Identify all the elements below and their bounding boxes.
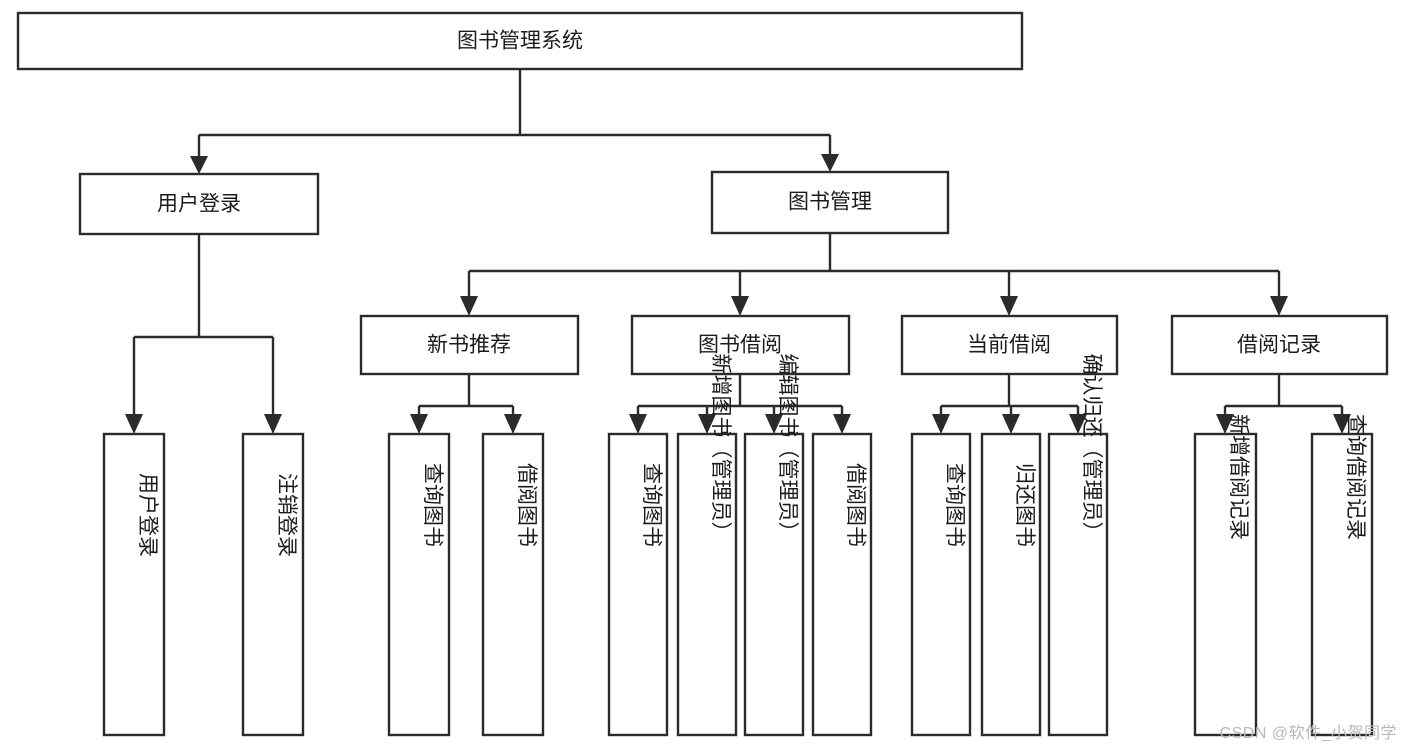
arrowhead-leaf-query-book-recommend — [410, 414, 428, 434]
node-leaf-user-login[interactable]: 用户登录 — [102, 432, 166, 737]
node-book-borrow-label: 图书借阅 — [698, 334, 782, 357]
node-leaf-edit-book-admin[interactable]: 编辑图书（管理员） — [743, 354, 805, 737]
node-leaf-add-borrow-record-label: 新增借阅记录 — [1227, 414, 1250, 540]
node-leaf-return-book-box[interactable] — [980, 432, 1042, 737]
node-leaf-logout-login[interactable]: 注销登录 — [241, 432, 305, 737]
node-leaf-query-borrow-record-box[interactable] — [1310, 432, 1374, 737]
arrowhead-book-borrow — [731, 296, 749, 316]
arrowhead-borrow-record — [1270, 296, 1288, 316]
node-leaf-borrow-book[interactable]: 借阅图书 — [811, 432, 873, 737]
connector-layer — [125, 69, 1351, 434]
node-book-manage[interactable]: 图书管理 — [710, 170, 950, 235]
arrowhead-leaf-borrow-book — [833, 414, 851, 434]
node-leaf-query-book-current[interactable]: 查询图书 — [910, 432, 972, 737]
node-current-borrow[interactable]: 当前借阅 — [900, 314, 1119, 376]
node-leaf-borrow-book-box[interactable] — [811, 432, 873, 737]
node-leaf-query-book-borrow-box[interactable] — [607, 432, 669, 737]
node-user-login[interactable]: 用户登录 — [78, 172, 320, 236]
node-leaf-query-book-current-box[interactable] — [910, 432, 972, 737]
node-book-borrow-box[interactable] — [630, 314, 851, 376]
node-current-borrow-box[interactable] — [900, 314, 1119, 376]
node-leaf-borrow-book-recommend-label: 借阅图书 — [515, 463, 538, 547]
arrowhead-leaf-edit-book-admin — [765, 414, 783, 434]
node-leaf-logout-login-label: 注销登录 — [275, 473, 298, 557]
node-leaf-borrow-book-label: 借阅图书 — [844, 463, 867, 547]
arrowhead-leaf-query-book-current — [932, 414, 950, 434]
node-leaf-query-book-borrow-label: 查询图书 — [640, 463, 663, 547]
arrowhead-leaf-query-borrow-record — [1333, 414, 1351, 434]
arrowhead-leaf-query-book-borrow — [629, 414, 647, 434]
node-root[interactable]: 图书管理系统 — [16, 11, 1024, 71]
node-leaf-add-borrow-record-box[interactable] — [1193, 432, 1258, 737]
arrowhead-leaf-add-book-admin — [698, 414, 716, 434]
node-leaf-borrow-book-recommend[interactable]: 借阅图书 — [481, 432, 545, 737]
node-book-borrow[interactable]: 图书借阅 — [630, 314, 851, 376]
node-leaf-confirm-return-admin-label: 确认归还（管理员） — [1080, 354, 1103, 543]
node-leaf-logout-login-box[interactable] — [241, 432, 305, 737]
node-borrow-record[interactable]: 借阅记录 — [1170, 314, 1389, 376]
arrowhead-leaf-logout-login — [264, 414, 282, 434]
node-borrow-record-box[interactable] — [1170, 314, 1389, 376]
arrowhead-new-book-recommend — [460, 296, 478, 316]
node-leaf-edit-book-admin-box[interactable] — [743, 432, 805, 737]
node-leaf-return-book[interactable]: 归还图书 — [980, 432, 1042, 737]
node-new-book-recommend-label: 新书推荐 — [427, 334, 511, 357]
node-leaf-user-login-box[interactable] — [102, 432, 166, 737]
node-leaf-return-book-label: 归还图书 — [1013, 463, 1036, 547]
node-leaf-edit-book-admin-label: 编辑图书（管理员） — [776, 354, 799, 543]
node-leaf-add-book-admin-box[interactable] — [676, 432, 738, 737]
node-borrow-record-label: 借阅记录 — [1237, 334, 1321, 357]
node-leaf-add-book-admin-label: 新增图书（管理员） — [709, 354, 732, 543]
node-new-book-recommend-box[interactable] — [359, 314, 580, 376]
node-leaf-query-borrow-record-label: 查询借阅记录 — [1344, 414, 1367, 540]
arrowhead-leaf-confirm-return-admin — [1069, 414, 1087, 434]
node-book-manage-box[interactable] — [710, 170, 950, 235]
arrowhead-leaf-return-book — [1002, 414, 1020, 434]
node-leaf-query-book-recommend[interactable]: 查询图书 — [387, 432, 451, 737]
node-user-login-label: 用户登录 — [157, 193, 241, 216]
arrowhead-leaf-user-login — [125, 414, 143, 434]
arrowhead-user-login — [190, 156, 208, 174]
node-current-borrow-label: 当前借阅 — [967, 334, 1051, 357]
node-leaf-add-borrow-record[interactable]: 新增借阅记录 — [1193, 414, 1258, 737]
node-leaf-query-book-borrow[interactable]: 查询图书 — [607, 432, 669, 737]
node-user-login-box[interactable] — [78, 172, 320, 236]
node-leaf-query-book-recommend-label: 查询图书 — [421, 463, 444, 547]
node-root-box[interactable] — [16, 11, 1024, 71]
node-book-manage-label: 图书管理 — [788, 191, 872, 214]
node-root-label: 图书管理系统 — [457, 30, 583, 53]
watermark-text: CSDN @软件_小贺同学 — [1219, 725, 1397, 742]
node-leaf-borrow-book-recommend-box[interactable] — [481, 432, 545, 737]
arrowhead-leaf-borrow-book-recommend — [504, 414, 522, 434]
node-new-book-recommend[interactable]: 新书推荐 — [359, 314, 580, 376]
node-leaf-add-book-admin[interactable]: 新增图书（管理员） — [676, 354, 738, 737]
node-leaf-query-book-current-label: 查询图书 — [943, 463, 966, 547]
arrowhead-book-manage — [821, 154, 839, 172]
arrowhead-current-borrow — [1000, 296, 1018, 316]
node-leaf-query-book-recommend-box[interactable] — [387, 432, 451, 737]
node-leaf-query-borrow-record[interactable]: 查询借阅记录 — [1310, 414, 1374, 737]
arrowhead-leaf-add-borrow-record — [1216, 414, 1234, 434]
node-leaf-confirm-return-admin-box[interactable] — [1047, 432, 1109, 737]
node-leaf-user-login-label: 用户登录 — [136, 473, 159, 557]
node-leaf-confirm-return-admin[interactable]: 确认归还（管理员） — [1047, 354, 1109, 737]
